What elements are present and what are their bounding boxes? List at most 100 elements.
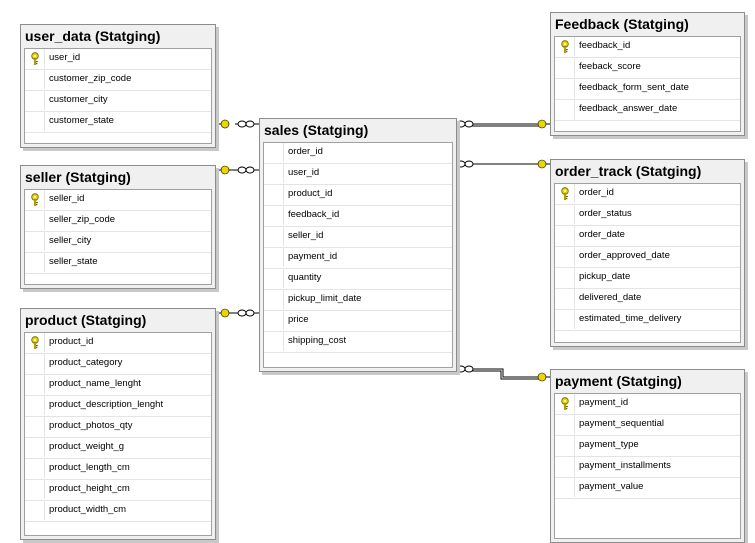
column-row[interactable]: payment_type bbox=[555, 436, 740, 457]
row-selector[interactable] bbox=[555, 457, 575, 476]
row-selector[interactable] bbox=[555, 415, 575, 434]
column-row[interactable]: payment_id bbox=[555, 394, 740, 415]
row-selector[interactable] bbox=[555, 79, 575, 98]
row-selector[interactable] bbox=[25, 396, 45, 415]
column-row[interactable]: feedback_id bbox=[555, 37, 740, 58]
row-selector[interactable] bbox=[25, 232, 45, 251]
row-selector[interactable] bbox=[25, 354, 45, 373]
column-row[interactable]: seller_id bbox=[264, 227, 452, 248]
row-selector[interactable] bbox=[25, 417, 45, 436]
column-name: product_photos_qty bbox=[49, 420, 133, 431]
column-row[interactable]: price bbox=[264, 311, 452, 332]
column-row[interactable]: order_date bbox=[555, 226, 740, 247]
row-selector[interactable] bbox=[25, 333, 45, 352]
row-selector[interactable] bbox=[25, 91, 45, 110]
column-row[interactable]: seller_state bbox=[25, 253, 211, 274]
column-row[interactable]: order_id bbox=[264, 143, 452, 164]
row-selector[interactable] bbox=[264, 206, 284, 225]
row-selector[interactable] bbox=[555, 436, 575, 455]
column-row[interactable]: order_approved_date bbox=[555, 247, 740, 268]
row-selector[interactable] bbox=[555, 58, 575, 77]
column-row[interactable]: payment_id bbox=[264, 248, 452, 269]
column-row[interactable]: order_status bbox=[555, 205, 740, 226]
row-selector[interactable] bbox=[555, 310, 575, 329]
column-row[interactable]: feedback_answer_date bbox=[555, 100, 740, 121]
column-name: user_id bbox=[49, 52, 81, 63]
column-row[interactable]: payment_sequential bbox=[555, 415, 740, 436]
row-selector[interactable] bbox=[264, 332, 284, 351]
row-selector[interactable] bbox=[25, 253, 45, 272]
column-row[interactable]: product_category bbox=[25, 354, 211, 375]
row-selector[interactable] bbox=[555, 100, 575, 119]
column-row[interactable]: feedback_id bbox=[264, 206, 452, 227]
row-selector[interactable] bbox=[555, 37, 575, 56]
column-row[interactable]: customer_city bbox=[25, 91, 211, 112]
row-selector[interactable] bbox=[264, 290, 284, 309]
column-name: customer_zip_code bbox=[49, 73, 132, 84]
column-row[interactable]: quantity bbox=[264, 269, 452, 290]
column-name: product_description_lenght bbox=[49, 399, 164, 410]
row-selector[interactable] bbox=[264, 227, 284, 246]
column-row[interactable]: seller_id bbox=[25, 190, 211, 211]
row-selector[interactable] bbox=[264, 248, 284, 267]
column-row[interactable]: customer_zip_code bbox=[25, 70, 211, 91]
column-row[interactable]: product_width_cm bbox=[25, 501, 211, 522]
column-row[interactable]: product_id bbox=[264, 185, 452, 206]
row-selector[interactable] bbox=[25, 112, 45, 131]
column-row[interactable]: product_description_lenght bbox=[25, 396, 211, 417]
column-row[interactable]: product_length_cm bbox=[25, 459, 211, 480]
column-row[interactable]: feedback_form_sent_date bbox=[555, 79, 740, 100]
row-selector[interactable] bbox=[25, 480, 45, 499]
row-selector[interactable] bbox=[555, 184, 575, 203]
row-selector[interactable] bbox=[555, 247, 575, 266]
column-row[interactable]: payment_installments bbox=[555, 457, 740, 478]
row-selector[interactable] bbox=[555, 268, 575, 287]
row-selector[interactable] bbox=[25, 49, 45, 68]
row-selector[interactable] bbox=[25, 459, 45, 478]
row-selector[interactable] bbox=[25, 375, 45, 394]
row-selector[interactable] bbox=[264, 143, 284, 162]
column-row[interactable]: user_id bbox=[25, 49, 211, 70]
column-row[interactable]: order_id bbox=[555, 184, 740, 205]
row-selector[interactable] bbox=[555, 226, 575, 245]
column-row[interactable]: shipping_cost bbox=[264, 332, 452, 353]
row-selector[interactable] bbox=[555, 289, 575, 308]
column-row[interactable]: product_height_cm bbox=[25, 480, 211, 501]
column-row[interactable]: estimated_time_delivery bbox=[555, 310, 740, 331]
row-selector[interactable] bbox=[555, 478, 575, 497]
row-selector[interactable] bbox=[555, 205, 575, 224]
row-selector[interactable] bbox=[25, 211, 45, 230]
row-selector[interactable] bbox=[264, 269, 284, 288]
column-row[interactable]: product_name_lenght bbox=[25, 375, 211, 396]
column-row[interactable]: feeback_score bbox=[555, 58, 740, 79]
row-selector[interactable] bbox=[264, 185, 284, 204]
column-row[interactable]: seller_zip_code bbox=[25, 211, 211, 232]
row-selector[interactable] bbox=[555, 394, 575, 413]
column-row[interactable]: payment_value bbox=[555, 478, 740, 499]
column-row[interactable]: user_id bbox=[264, 164, 452, 185]
column-row[interactable]: product_id bbox=[25, 333, 211, 354]
primary-key-icon bbox=[31, 336, 39, 349]
column-row[interactable]: product_photos_qty bbox=[25, 417, 211, 438]
column-row[interactable]: product_weight_g bbox=[25, 438, 211, 459]
column-row[interactable]: customer_state bbox=[25, 112, 211, 133]
row-selector[interactable] bbox=[25, 501, 45, 520]
column-row[interactable]: pickup_limit_date bbox=[264, 290, 452, 311]
column-row[interactable]: pickup_date bbox=[555, 268, 740, 289]
row-selector[interactable] bbox=[264, 311, 284, 330]
column-row[interactable]: delivered_date bbox=[555, 289, 740, 310]
column-row[interactable]: seller_city bbox=[25, 232, 211, 253]
relationship-seller-sales bbox=[216, 165, 261, 175]
row-selector[interactable] bbox=[25, 190, 45, 209]
row-selector[interactable] bbox=[264, 164, 284, 183]
row-selector[interactable] bbox=[25, 438, 45, 457]
row-selector[interactable] bbox=[25, 70, 45, 89]
